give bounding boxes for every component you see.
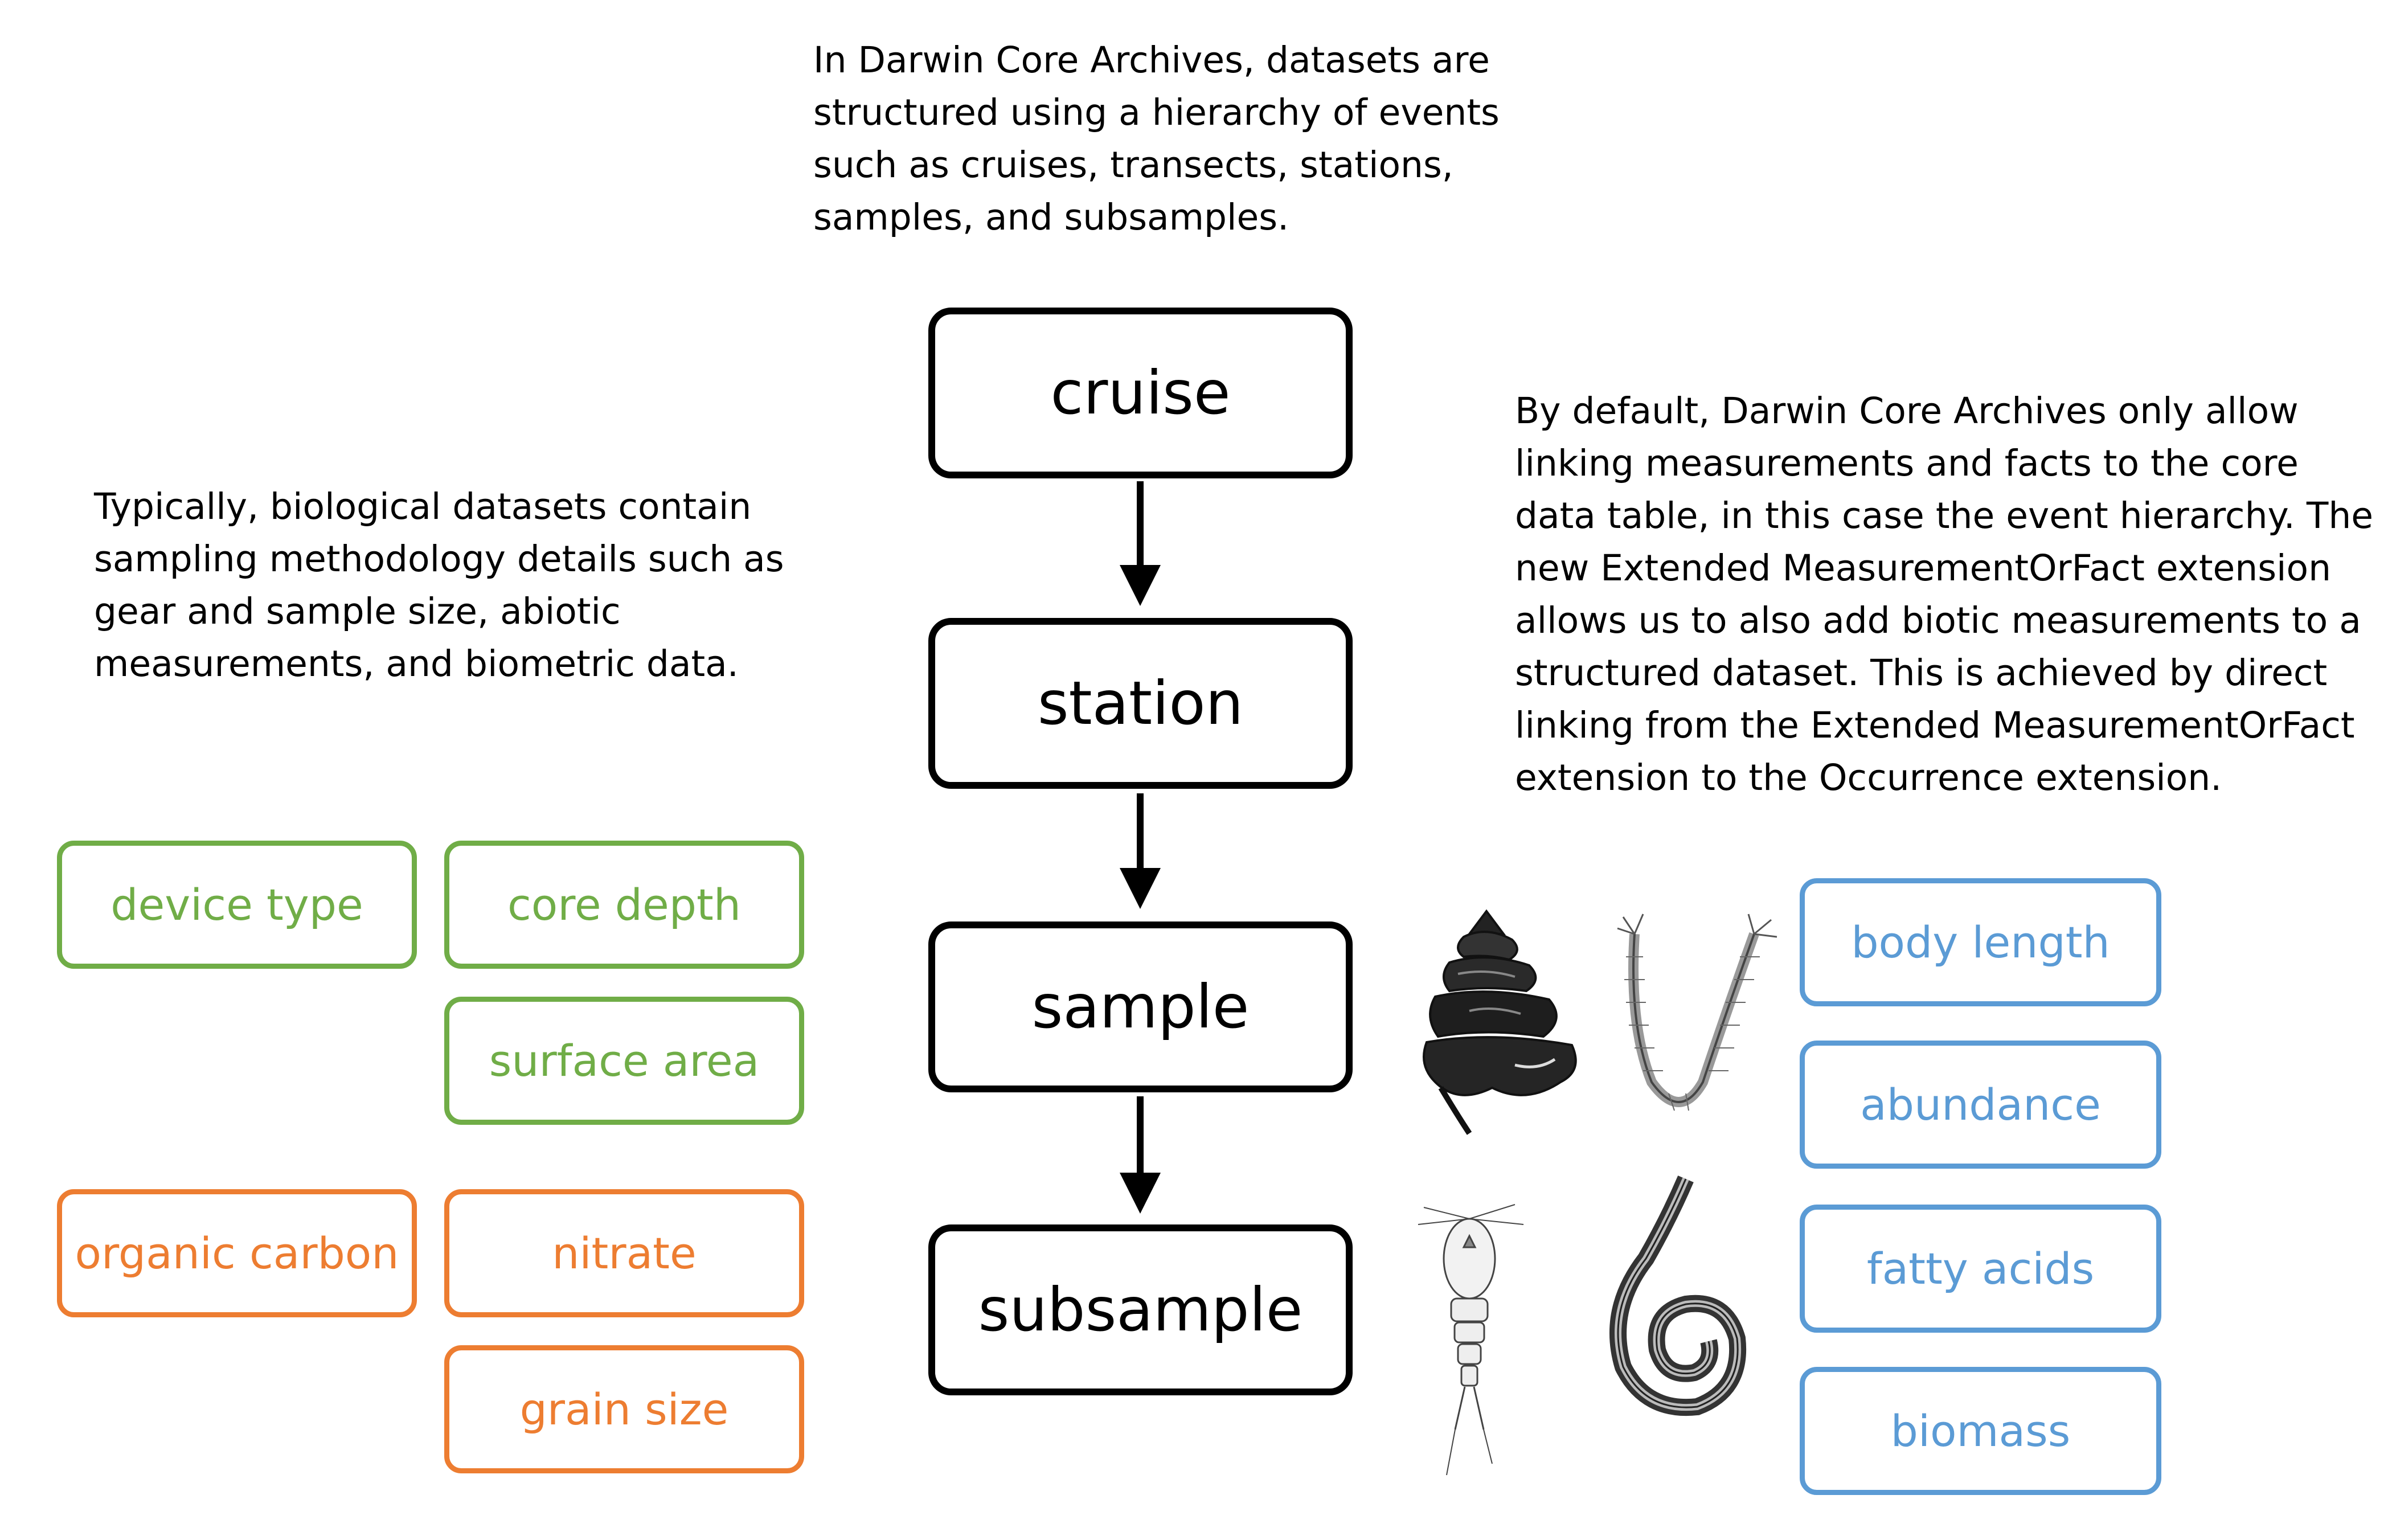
grain-size-box: grain size — [444, 1345, 804, 1473]
abundance-label: abundance — [1860, 1079, 2101, 1130]
body-length-box: body length — [1800, 878, 2161, 1006]
device-type-box: device type — [57, 841, 417, 969]
sampling-details-line: measurements, and biometric data. — [94, 643, 739, 685]
intro-text-line: structured using a hierarchy of events — [813, 92, 1500, 133]
fatty-acids-label: fatty acids — [1866, 1243, 2095, 1294]
polychaete-worm-icon — [1617, 914, 1777, 1111]
extension-explanation-line: new Extended MeasurementOrFact extension — [1515, 547, 2332, 589]
subsample-label: subsample — [978, 1275, 1303, 1345]
sample-label: sample — [1031, 972, 1250, 1042]
station-box: station — [928, 618, 1353, 789]
extension-explanation-line: data table, in this case the event hiera… — [1515, 495, 2374, 536]
sampling-details-line: Typically, biological datasets contain — [94, 486, 752, 527]
extension-explanation-line: structured dataset. This is achieved by … — [1515, 652, 2328, 694]
sampling-details-line: gear and sample size, abiotic — [94, 591, 621, 632]
copepod-icon — [1418, 1204, 1524, 1476]
nematode-icon — [1609, 1176, 1747, 1416]
intro-text: In Darwin Core Archives, datasets are st… — [813, 34, 1554, 244]
organic-carbon-box: organic carbon — [57, 1189, 417, 1317]
extension-explanation-line: extension to the Occurrence extension. — [1515, 757, 2222, 798]
sample-box: sample — [928, 921, 1353, 1092]
surface-area-label: surface area — [489, 1035, 760, 1086]
intro-text-line: samples, and subsamples. — [813, 196, 1289, 238]
core-depth-label: core depth — [507, 879, 741, 930]
device-type-label: device type — [110, 879, 363, 930]
biomass-box: biomass — [1800, 1367, 2161, 1495]
biomass-label: biomass — [1890, 1406, 2071, 1456]
fatty-acids-box: fatty acids — [1800, 1205, 2161, 1333]
extension-explanation-line: linking from the Extended MeasurementOrF… — [1515, 705, 2355, 746]
sampling-details-line: sampling methodology details such as — [94, 538, 784, 580]
intro-text-line: In Darwin Core Archives, datasets are — [813, 39, 1490, 81]
abundance-box: abundance — [1800, 1041, 2161, 1169]
extension-explanation-text: By default, Darwin Core Archives only al… — [1515, 385, 2381, 804]
station-label: station — [1037, 669, 1244, 738]
core-depth-box: core depth — [444, 841, 804, 969]
subsample-box: subsample — [928, 1224, 1353, 1395]
body-length-label: body length — [1851, 917, 2110, 968]
extension-explanation-line: By default, Darwin Core Archives only al… — [1515, 390, 2299, 432]
extension-explanation-line: allows us to also add biotic measurement… — [1515, 600, 2361, 641]
snail-shell-icon — [1423, 909, 1577, 1135]
surface-area-box: surface area — [444, 997, 804, 1125]
cruise-label: cruise — [1050, 358, 1231, 428]
nitrate-box: nitrate — [444, 1189, 804, 1317]
grain-size-label: grain size — [519, 1384, 729, 1435]
organic-carbon-label: organic carbon — [75, 1228, 399, 1279]
sampling-details-text: Typically, biological datasets contain s… — [94, 481, 863, 690]
extension-explanation-line: linking measurements and facts to the co… — [1515, 443, 2299, 484]
cruise-box: cruise — [928, 308, 1353, 478]
nitrate-label: nitrate — [552, 1228, 697, 1279]
intro-text-line: such as cruises, transects, stations, — [813, 144, 1453, 186]
